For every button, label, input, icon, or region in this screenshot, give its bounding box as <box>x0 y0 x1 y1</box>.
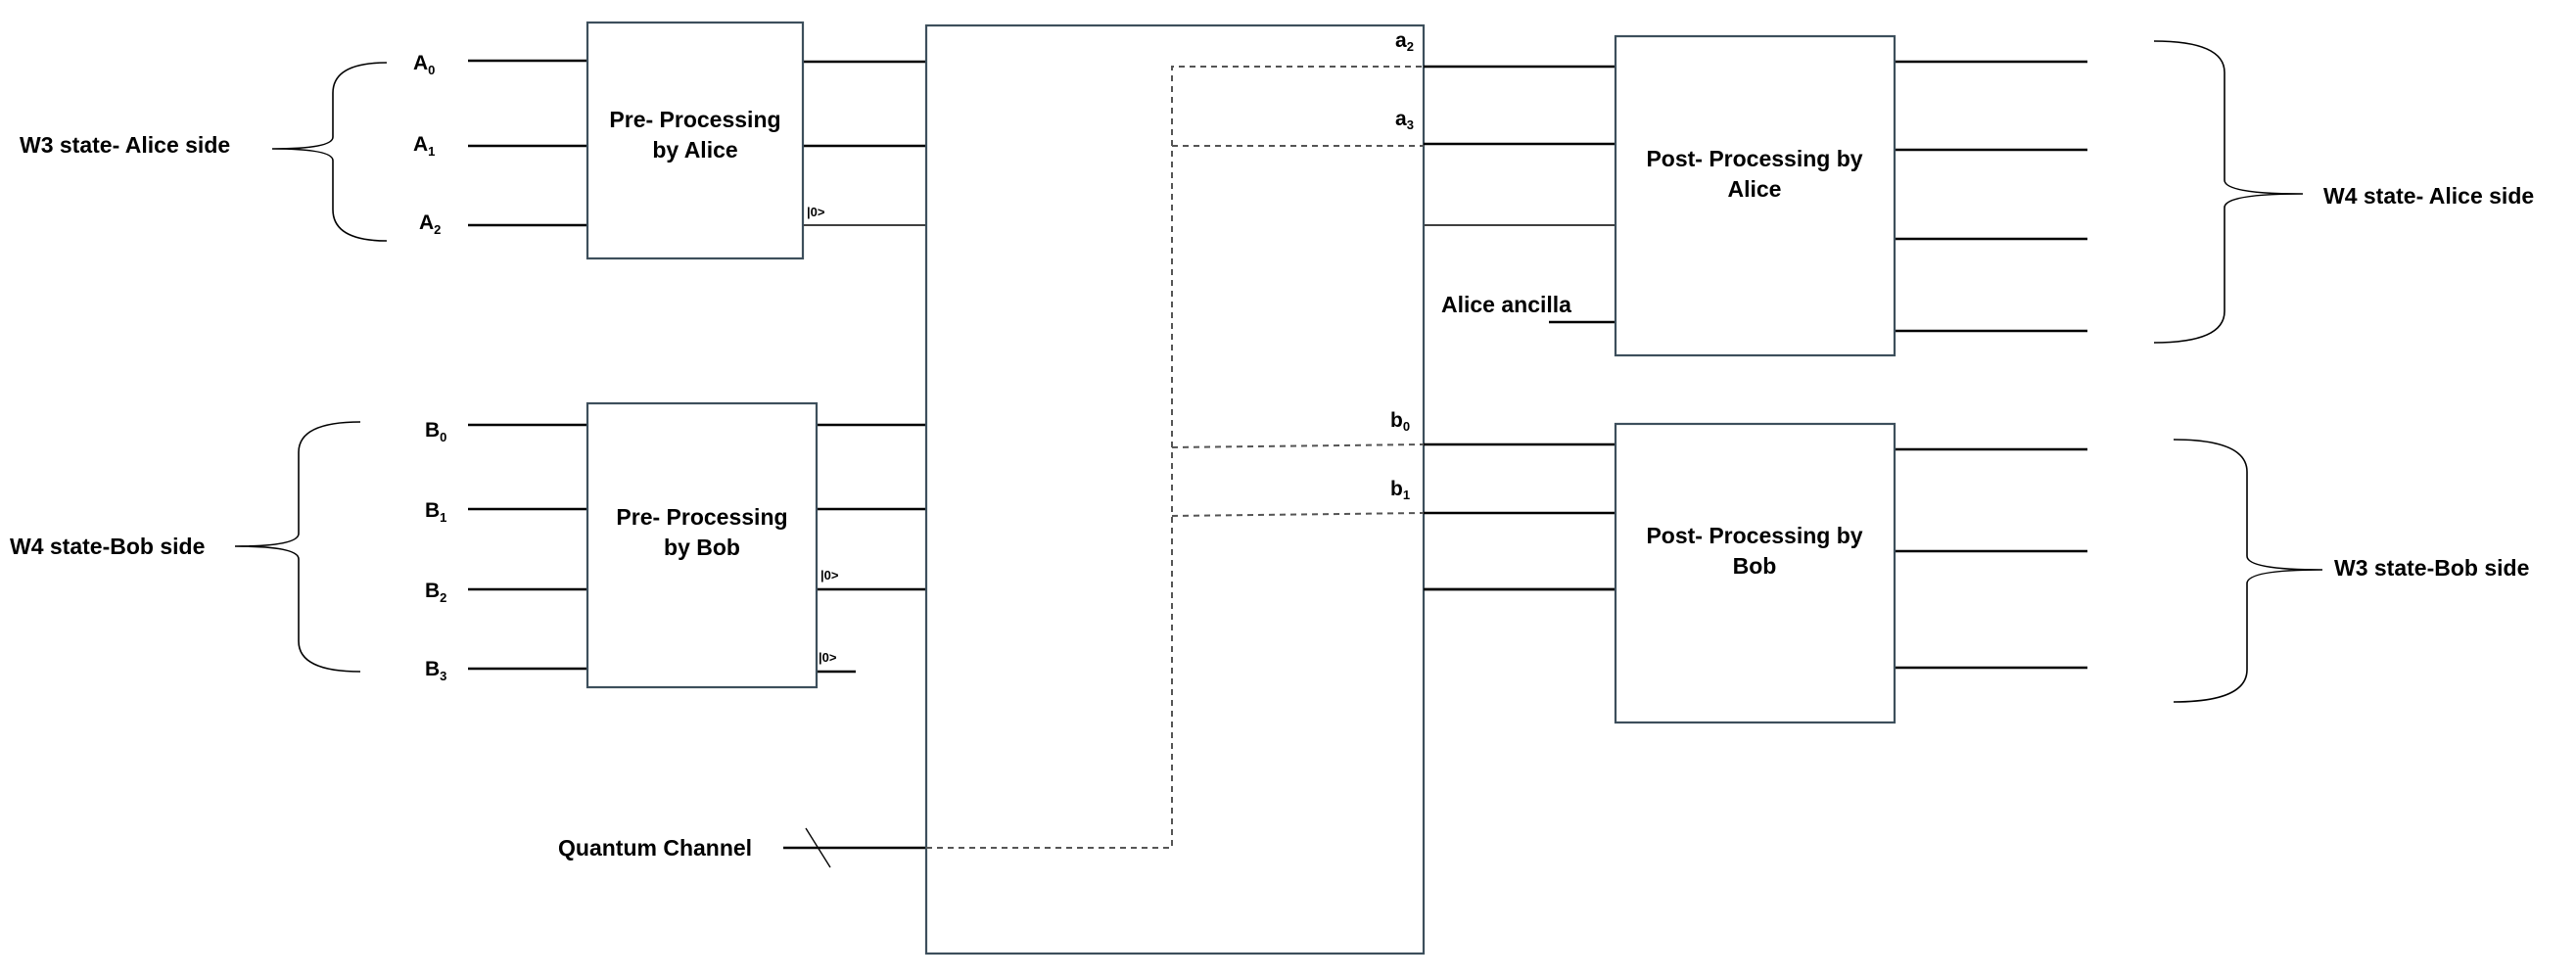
alice-ancilla-label: Alice ancilla <box>1441 292 1571 317</box>
alice-w4-group-label: W4 state- Alice side <box>2323 183 2534 209</box>
bob-ancilla-ket-label-2: |0> <box>819 650 837 665</box>
pre-bob-label-1: Pre- Processing <box>616 504 787 530</box>
alice-output-brace <box>2153 40 2304 344</box>
channel-output-label-a2: a2 <box>1395 29 1414 54</box>
pre-alice-label-2: by Alice <box>652 137 737 163</box>
bob-output-brace <box>2173 439 2323 703</box>
pre-processing-alice-box <box>585 21 805 260</box>
bob-w3-group-label: W3 state-Bob side <box>2334 555 2529 581</box>
post-bob-label-1: Post- Processing by <box>1646 523 1862 548</box>
input-label-a0: A0 <box>413 52 435 77</box>
alice-input-brace <box>271 62 388 242</box>
quantum-channel-label: Quantum Channel <box>558 835 752 861</box>
dashed-b1 <box>1171 512 1425 517</box>
input-label-b2: B2 <box>425 580 446 605</box>
bob-w4-group-label: W4 state-Bob side <box>10 534 205 559</box>
alice-w3-group-label: W3 state- Alice side <box>20 132 230 158</box>
pre-alice-label-1: Pre- Processing <box>609 107 780 132</box>
input-label-b3: B3 <box>425 658 446 683</box>
pre-processing-bob-box <box>585 401 819 689</box>
channel-output-label-b0: b0 <box>1390 409 1410 434</box>
input-label-a2: A2 <box>419 211 441 237</box>
input-label-a1: A1 <box>413 133 435 159</box>
quantum-channel-slash <box>805 827 831 868</box>
dashed-b0 <box>1171 443 1425 448</box>
post-alice-label-2: Alice <box>1728 176 1782 202</box>
dashed-channel-route <box>926 66 1424 849</box>
post-processing-alice-box <box>1614 34 1897 357</box>
post-alice-label-1: Post- Processing by <box>1646 146 1862 171</box>
post-bob-label-2: Bob <box>1733 553 1777 579</box>
channel-output-label-b1: b1 <box>1390 478 1410 502</box>
bob-input-brace <box>234 421 361 673</box>
alice-ancilla-ket-label: |0> <box>807 205 825 219</box>
post-processing-bob-box <box>1614 422 1897 724</box>
bob-ancilla-ket-label-1: |0> <box>820 568 839 582</box>
pre-bob-label-2: by Bob <box>664 535 740 560</box>
channel-output-label-a3: a3 <box>1395 108 1414 132</box>
central-processing-box <box>924 23 1426 955</box>
input-label-b1: B1 <box>425 499 446 525</box>
input-label-b0: B0 <box>425 419 446 444</box>
